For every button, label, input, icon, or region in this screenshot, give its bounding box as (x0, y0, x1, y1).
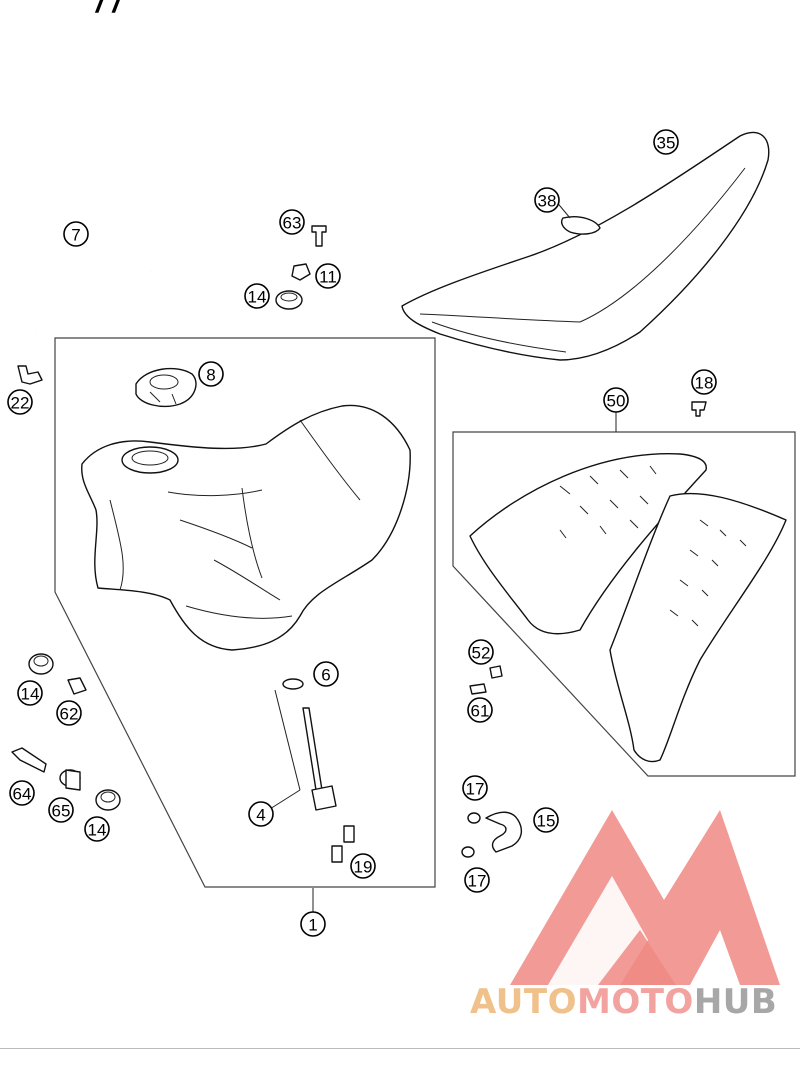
left-fasteners (11, 653, 121, 811)
seat (401, 131, 770, 361)
automotohub-logo-mark (510, 810, 780, 985)
callout-circle (17, 680, 43, 706)
callout-1: 1 (300, 911, 326, 937)
callout-17b: 17 (464, 867, 490, 893)
callout-8: 8 (198, 361, 224, 387)
callout-number: 15 (537, 812, 556, 831)
callout-number: 22 (11, 394, 30, 413)
callout-number: 52 (472, 644, 491, 663)
tank-cap (135, 367, 197, 408)
spoiler-screw (691, 401, 707, 417)
callout-63: 63 (279, 209, 305, 235)
callout-14b: 14 (17, 680, 43, 706)
callout-circle (279, 209, 305, 235)
callout-number: 63 (283, 214, 302, 233)
callout-circle (244, 283, 270, 309)
callout-17a: 17 (462, 775, 488, 801)
callout-circle (315, 263, 341, 289)
callout-circle (350, 853, 376, 879)
callout-circle (63, 221, 89, 247)
callout-11: 11 (315, 263, 341, 289)
automotohub-watermark: AUTOMOTOHUB (470, 982, 800, 1022)
callout-62: 62 (56, 700, 82, 726)
callout-circle (533, 807, 559, 833)
callout-38: 38 (534, 187, 560, 213)
spoiler-fasteners (469, 665, 503, 695)
watermark-auto: AUTO (470, 982, 577, 1022)
callout-22: 22 (7, 389, 33, 415)
header-fragment: / / (96, 0, 122, 19)
callout-circle (653, 129, 679, 155)
callout-number: 14 (21, 685, 40, 704)
callout-50: 50 (603, 387, 629, 413)
callout-number: 6 (321, 666, 330, 685)
watermark-hub: HUB (693, 982, 778, 1022)
top-fasteners (275, 225, 327, 310)
callout-circle (84, 816, 110, 842)
callout-number: 61 (471, 702, 490, 721)
callout-61: 61 (467, 697, 493, 723)
watermark-moto: MOTO (576, 982, 694, 1022)
callout-number: 14 (88, 821, 107, 840)
callout-number: 35 (657, 134, 676, 153)
callout-number: 17 (468, 872, 487, 891)
callout-number: 8 (206, 366, 215, 385)
callout-circle (691, 369, 717, 395)
callout-circle (464, 867, 490, 893)
fuel-tap (274, 678, 355, 863)
callout-18: 18 (691, 369, 717, 395)
callout-circle (9, 780, 35, 806)
callout-number: 50 (607, 392, 626, 411)
callout-circle (248, 801, 274, 827)
callout-number: 11 (319, 268, 337, 287)
callout-number: 38 (538, 192, 557, 211)
callout-circle (603, 387, 629, 413)
callout-number: 14 (248, 288, 267, 307)
callout-number: 19 (354, 858, 373, 877)
bottom-divider (0, 1048, 800, 1049)
callout-number: 7 (71, 226, 80, 245)
elbow-fitting (17, 365, 43, 385)
callout-number: 18 (695, 374, 714, 393)
callout-labels: 35 38 7 63 11 14 8 22 18 50 6 52 61 14 62 4 64 65 14 17 15 19… (7, 129, 717, 937)
callout-number: 4 (256, 806, 265, 825)
callout-6: 6 (313, 661, 339, 687)
callout-4: 4 (248, 801, 274, 827)
tank-spoilers (469, 453, 787, 763)
callout-number: 65 (52, 802, 71, 821)
callout-52: 52 (468, 639, 494, 665)
callout-circle (56, 700, 82, 726)
callout-circle (467, 697, 493, 723)
callout-7: 7 (63, 221, 89, 247)
callout-64: 64 (9, 780, 35, 806)
callout-number: 62 (60, 705, 79, 724)
callout-number: 1 (308, 916, 317, 935)
callout-circle (468, 639, 494, 665)
callout-65: 65 (48, 797, 74, 823)
callout-number: 17 (466, 780, 485, 799)
callout-circle (198, 361, 224, 387)
tank-group-outline (54, 337, 436, 888)
callout-circle (300, 911, 326, 937)
fuel-tank (81, 404, 411, 651)
breather-hose (34, 238, 152, 333)
callout-circle (48, 797, 74, 823)
bent-hose (461, 811, 523, 858)
callout-circle (313, 661, 339, 687)
callout-35: 35 (653, 129, 679, 155)
callout-19: 19 (350, 853, 376, 879)
callout-circle (462, 775, 488, 801)
callout-15: 15 (533, 807, 559, 833)
callout-number: 64 (13, 785, 32, 804)
spoiler-group-outline (452, 431, 796, 777)
callout-14c: 14 (84, 816, 110, 842)
callout-14a: 14 (244, 283, 270, 309)
callout-circle (7, 389, 33, 415)
callout-circle (534, 187, 560, 213)
